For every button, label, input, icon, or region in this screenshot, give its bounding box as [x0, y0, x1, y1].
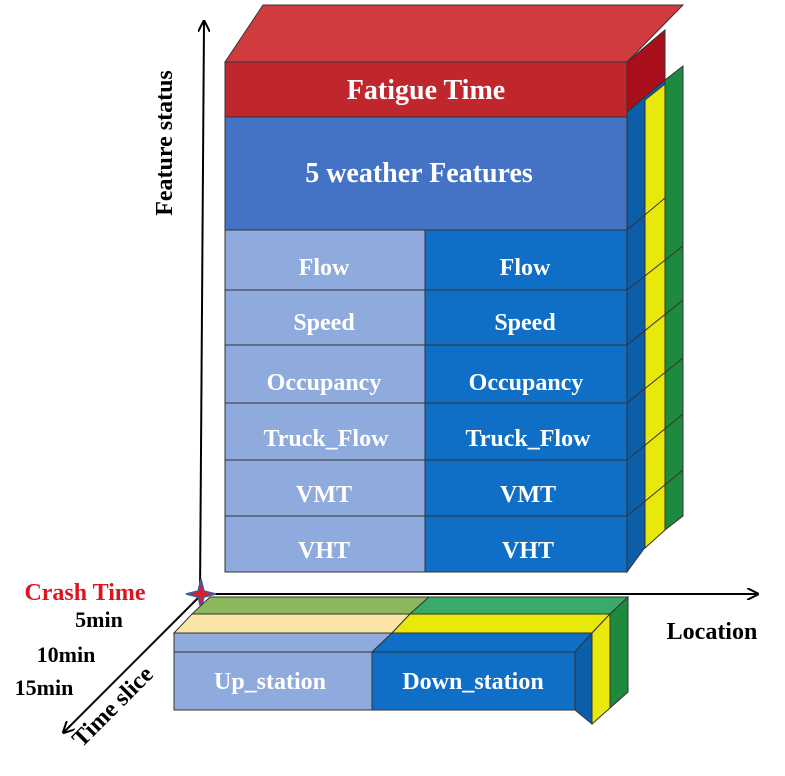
station-block: Up_station Down_station — [172, 595, 630, 726]
slice-5min-down — [408, 596, 630, 615]
traffic-row: Occupancy Occupancy — [224, 344, 628, 404]
traffic-row: Truck_Flow Truck_Flow — [224, 402, 628, 461]
slice-10min-up — [172, 613, 412, 634]
y-axis-label: Feature status — [152, 70, 178, 216]
x-axis-label: Location — [667, 619, 758, 645]
slice-5min-up — [190, 596, 431, 615]
traffic-row: VHT VHT — [224, 515, 628, 573]
time-slice-5min: 5min — [75, 607, 123, 632]
slice-depth-yellow — [591, 612, 611, 726]
down-truck-flow-label: Truck_Flow — [466, 426, 592, 452]
y-axis-line — [200, 22, 204, 596]
down-station-box — [371, 651, 576, 711]
up-vht-label: VHT — [298, 538, 350, 564]
slice-15min-down — [370, 632, 594, 653]
up-occupancy-label: Occupancy — [267, 370, 382, 396]
stack-top-face — [224, 4, 685, 63]
up-station-label: Up_station — [214, 669, 326, 695]
time-slice-10min: 10min — [37, 642, 96, 667]
traffic-row: VMT VMT — [224, 459, 628, 517]
traffic-feature-grid: Flow Flow Speed Speed Occupancy Occupanc… — [224, 229, 628, 573]
down-flow-label: Flow — [500, 255, 551, 281]
weather-features-box — [224, 116, 628, 231]
feature-stack: Fatigue Time 5 weather Features Flow Flo… — [224, 4, 685, 574]
traffic-row: Speed Speed — [224, 289, 628, 346]
weather-features-label: 5 weather Features — [305, 158, 533, 189]
down-station-label: Down_station — [402, 669, 543, 695]
up-station-box — [173, 651, 373, 711]
stack-side-depth — [626, 28, 684, 574]
slice-10min-down — [390, 613, 612, 634]
z-axis-line — [64, 595, 201, 732]
z-axis-label: Time slice — [67, 661, 158, 752]
slice-depth-green — [609, 595, 629, 710]
fatigue-time-box — [224, 61, 628, 118]
down-speed-label: Speed — [494, 310, 556, 336]
time-slice-15min: 15min — [15, 675, 74, 700]
down-vmt-label: VMT — [500, 482, 556, 508]
up-vmt-label: VMT — [296, 482, 352, 508]
up-speed-label: Speed — [293, 310, 355, 336]
fatigue-time-label: Fatigue Time — [347, 75, 505, 106]
down-vht-label: VHT — [502, 538, 554, 564]
time-slice-labels: 5min 10min 15min — [15, 607, 123, 700]
slice-15min-up — [173, 632, 394, 653]
crash-time-label: Crash Time — [24, 580, 145, 606]
crash-time-marker: Crash Time — [24, 578, 217, 610]
up-truck-flow-label: Truck_Flow — [264, 426, 390, 452]
up-flow-label: Flow — [299, 255, 350, 281]
traffic-row: Flow Flow — [224, 229, 628, 291]
down-occupancy-label: Occupancy — [469, 370, 584, 396]
